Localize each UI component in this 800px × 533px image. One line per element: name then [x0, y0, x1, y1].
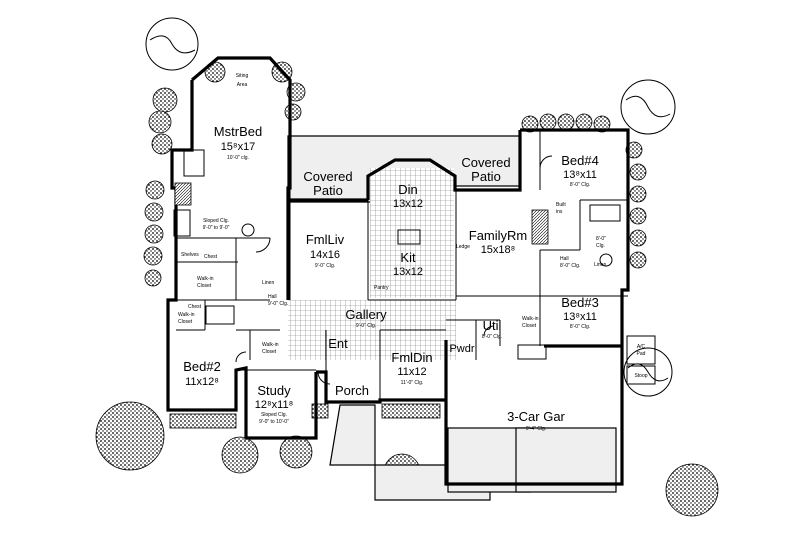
porch-label: Porch: [335, 383, 369, 398]
covered-patio-left-label-2: Patio: [313, 183, 343, 198]
kitchen-tile: [370, 168, 454, 298]
closet-bed2-label-2: Closet: [178, 319, 193, 325]
closet-bed2-label-1: Walk-in: [178, 312, 195, 318]
linen-label: Linen: [262, 280, 274, 286]
study-ceiling-range: 9'-0" to 10'-0": [259, 419, 289, 425]
study-sloped-ceiling: Sloped Clg.: [261, 412, 287, 418]
bedroom-3-ceiling: 8'-0" Clg.: [570, 324, 590, 330]
sitting-area-label-1: Siting: [236, 73, 249, 79]
interior-walls: [176, 130, 628, 402]
formal-dining-name: FmlDin: [391, 350, 432, 365]
bedroom-4-size: 13⁸x11: [563, 169, 597, 181]
walk-in-closet-right-label-1: Walk-in: [522, 316, 539, 322]
utility-name: Util: [483, 318, 502, 333]
formal-dining-ceiling: 11'-0" Clg.: [401, 380, 424, 386]
walk-in-closet-right-label-2: Closet: [522, 323, 537, 329]
tub-icon: [517, 344, 547, 360]
hedge: [169, 413, 237, 429]
formal-living-size: 14x16: [310, 249, 340, 261]
tree-icon: [145, 17, 199, 71]
utility-ceiling: 8'-0" Clg.: [482, 334, 502, 340]
walk-in-closet-label-2: Closet: [197, 283, 212, 289]
bedroom-4-name: Bed#4: [561, 153, 599, 168]
shower-icon: [174, 182, 192, 206]
walk-in-closet-bed2-label-1: Walk-in: [262, 342, 279, 348]
ceiling-8-label-2: Clg.: [596, 243, 605, 249]
bedroom-3-name: Bed#3: [561, 295, 599, 310]
fireplace-icon: [531, 209, 549, 245]
ledge-label: Ledge: [456, 244, 470, 250]
tub-icon: [173, 209, 191, 237]
walk-in-closet-bed2-label-2: Closet: [262, 349, 277, 355]
master-bed-size: 15⁸x17: [221, 141, 256, 153]
stoop: [626, 365, 656, 385]
toilet-icon: [241, 223, 255, 237]
tree-icon: [620, 79, 676, 135]
gallery-name: Gallery: [345, 307, 387, 322]
bedroom-2-size: 11x12⁸: [185, 376, 219, 388]
built-ins-label-1: Built: [556, 202, 566, 208]
study-size: 12⁸x11⁸: [255, 399, 293, 411]
covered-patio-right-label-1: Covered: [461, 155, 510, 170]
hall-left-label-2: 9'-0" Clg.: [268, 301, 288, 307]
garage-name: 3-Car Gar: [507, 409, 565, 424]
shrub-group: [95, 61, 719, 517]
pantry-label: Pantry: [374, 285, 389, 291]
chest-bed2-label: Chest: [188, 304, 202, 310]
ac-pad-label-1: A/C: [637, 344, 646, 350]
kitchen-size: 13x12: [393, 266, 423, 278]
sloped-ceiling-label-1: Sloped Clg.: [203, 218, 229, 224]
garage-ceiling: 9'-4" Clg.: [526, 426, 546, 432]
hedge: [381, 403, 441, 419]
ac-pad-label-2: Pad: [637, 351, 646, 357]
formal-living-name: FmlLiv: [306, 232, 345, 247]
master-bed-ceiling: 10'-0" clg.: [227, 155, 249, 161]
tub-icon: [205, 305, 235, 325]
walk-in-closet-label-1: Walk-in: [197, 276, 214, 282]
chest-label: Chest: [204, 254, 218, 260]
covered-patio-left-label-1: Covered: [303, 169, 352, 184]
sloped-ceiling-label-2: 9'-0" to 9'-0": [203, 225, 230, 231]
kitchen-island: [397, 229, 421, 245]
hall-right-label-1: Hall: [560, 256, 569, 262]
covered-patio-right-label-2: Patio: [471, 169, 501, 184]
hall-right-label-2: 8'-0" Clg.: [560, 263, 580, 269]
ceiling-8-label-1: 8'-0": [596, 236, 606, 242]
family-room-name: FamilyRm: [469, 228, 528, 243]
family-room-size: 15x18⁸: [481, 244, 516, 256]
hall-left-label-1: Hall: [268, 294, 277, 300]
built-ins-label-2: ins: [556, 209, 563, 215]
powder-room-label: Pwdr: [449, 343, 474, 355]
entry-label: Ent: [328, 336, 348, 351]
door-swings: [235, 155, 553, 385]
formal-dining-size: 11x12: [397, 366, 426, 378]
gallery-ceiling: 9'-0" Clg.: [356, 323, 376, 329]
bedroom-4-ceiling: 8'-0" Clg.: [570, 182, 590, 188]
kitchen-name: Kit: [400, 250, 416, 265]
dining-size: 13x12: [393, 198, 423, 210]
linen-right-label: Linen: [594, 262, 606, 268]
stoop-label: Stoop: [634, 373, 647, 379]
master-bed-name: MstrBed: [214, 124, 262, 139]
sitting-area-label-2: Area: [237, 82, 248, 88]
tree-icon: [623, 347, 673, 397]
ac-pad: [626, 335, 656, 365]
toilet-icon: [599, 253, 613, 267]
formal-living-ceiling: 9'-0" Clg.: [315, 263, 335, 269]
bedroom-2-name: Bed#2: [183, 359, 221, 374]
dining-name: Din: [398, 182, 418, 197]
bedroom-3-size: 13⁸x11: [563, 311, 597, 323]
sink-icon: [183, 149, 205, 177]
study-name: Study: [257, 383, 291, 398]
tub-icon: [589, 204, 621, 222]
shelves-label: Shelves: [181, 252, 199, 258]
driveway-right: [515, 427, 617, 493]
